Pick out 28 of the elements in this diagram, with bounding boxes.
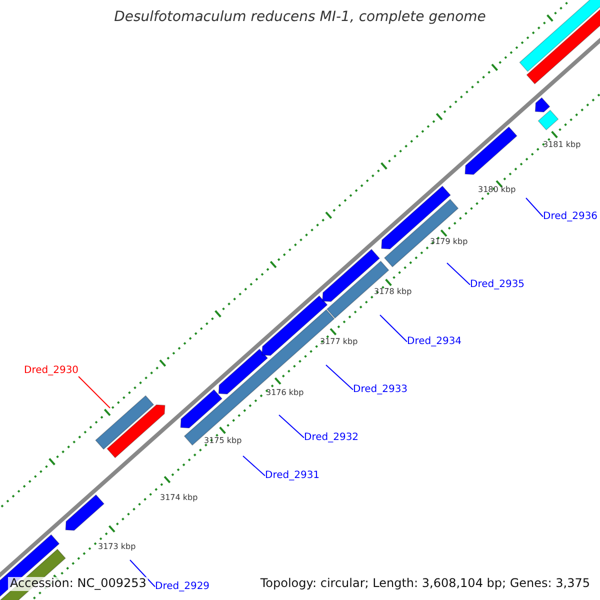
leader-line xyxy=(326,364,354,390)
gene-label: Dred_2933 xyxy=(353,384,408,396)
leader-line xyxy=(78,376,110,408)
accession-label: Accession: NC_009253 xyxy=(8,577,148,591)
gene-label: Dred_2932 xyxy=(304,432,359,444)
leader-line xyxy=(380,314,408,342)
gene-label: Dred_2930 xyxy=(24,365,79,376)
leader-line xyxy=(446,262,470,286)
tick-label: 3181 kbp xyxy=(543,140,581,150)
tick-label: 3176 kbp xyxy=(266,388,304,398)
gene-label: Dred_2931 xyxy=(265,470,320,482)
gene-label: Dred_2934 xyxy=(407,336,462,348)
tick-label: 3177 kbp xyxy=(320,337,358,346)
genome-info-label: Topology: circular; Length: 3,608,104 bp; Genes: 3,375 xyxy=(258,577,592,591)
gene-label: Dred_2935 xyxy=(470,279,525,290)
tick-label: 3174 kbp xyxy=(160,493,198,502)
gene-label: Dred_2936 xyxy=(543,211,598,222)
gene-label: Dred_2929 xyxy=(155,581,210,592)
leader-line xyxy=(526,198,544,218)
tick-label: 3179 kbp xyxy=(430,237,468,246)
tick-label: 3180 kbp xyxy=(478,185,516,194)
leader-line xyxy=(130,560,156,588)
map-title: Desulfotomaculum reducens MI-1, complete genome xyxy=(113,9,487,26)
tick-label: 3173 kbp xyxy=(98,542,136,552)
leader-line xyxy=(278,414,304,438)
tick-label: 3175 kbp xyxy=(204,436,242,446)
tick-label: 3178 kbp xyxy=(374,287,412,296)
leader-line xyxy=(242,456,266,476)
